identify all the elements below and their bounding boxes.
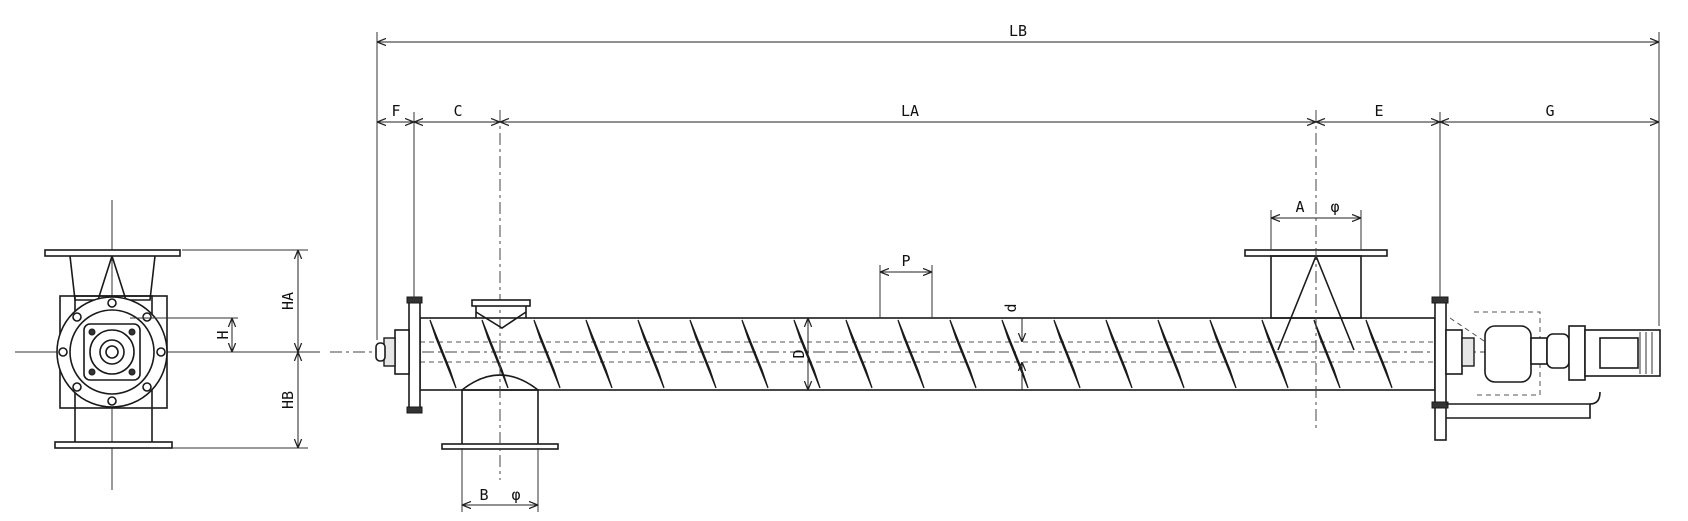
motor-cooling-fins: [1639, 332, 1653, 374]
inlet-cone: [1277, 255, 1355, 351]
label-F: F: [391, 102, 400, 120]
label-A-phi: φ: [1330, 198, 1339, 216]
screw-flight: [1313, 319, 1341, 389]
label-P: P: [901, 252, 910, 270]
end-view-bolt-holes: [58, 298, 166, 406]
screw-flight: [1157, 319, 1185, 389]
end-view-bearing-bolts: [88, 328, 136, 376]
screw-flight: [1365, 319, 1393, 389]
end-view-top-flange: [44, 249, 181, 257]
motor-terminal-box: [1599, 337, 1639, 369]
screw-flight: [1053, 319, 1081, 389]
top-port-flange: [471, 299, 531, 307]
screw-flight: [1209, 319, 1237, 389]
dimensions: LB F C LA E G A φ B φ P D d: [376, 22, 1660, 512]
motor-adapter: [1546, 333, 1570, 369]
screw-flight: [637, 319, 665, 389]
screw-flight: [741, 319, 769, 389]
label-LB: LB: [1009, 22, 1027, 40]
right-bearing-housing: [1445, 329, 1463, 375]
label-C: C: [453, 102, 462, 120]
label-D: D: [790, 349, 808, 358]
end-view-bottom-flange: [54, 441, 173, 449]
label-B-phi: φ: [511, 486, 520, 504]
screw-flight: [1261, 319, 1289, 389]
screw-flight: [845, 319, 873, 389]
label-HA: HA: [279, 292, 297, 310]
gear-reducer: [1484, 325, 1532, 383]
left-end-plate: [408, 299, 421, 411]
label-HB: HB: [279, 391, 297, 409]
screw-flight: [1105, 319, 1133, 389]
label-G: G: [1545, 102, 1554, 120]
end-view-inlet-cone: [97, 255, 127, 301]
motor-base: [1446, 403, 1591, 419]
screw-flight: [429, 319, 457, 389]
screw-flight: [533, 319, 561, 389]
right-bearing: [1461, 337, 1475, 367]
label-B: B: [479, 486, 488, 504]
label-d: d: [1002, 303, 1020, 312]
front-view: [330, 110, 1661, 480]
screw-flight: [481, 319, 509, 389]
screw-flight: [1001, 319, 1029, 389]
motor-flange: [1568, 325, 1586, 381]
label-LA: LA: [901, 102, 919, 120]
screw-flight: [897, 319, 925, 389]
screw-flight: [689, 319, 717, 389]
right-end-plate: [1434, 299, 1447, 441]
left-shaft-end: [375, 342, 386, 362]
coupling: [1530, 337, 1548, 365]
end-view-bearing-housing: [83, 323, 141, 381]
end-view-bearing: [89, 329, 135, 375]
end-view: H HA HB: [15, 200, 320, 490]
label-A: A: [1295, 198, 1304, 216]
screw-flight: [585, 319, 613, 389]
screw-flight: [949, 319, 977, 389]
label-H: H: [214, 330, 232, 339]
top-port-cone: [475, 306, 527, 329]
label-E: E: [1374, 102, 1383, 120]
end-view-shaft: [99, 339, 125, 365]
left-bearing-housing: [394, 329, 410, 375]
trough-tube: [419, 317, 1436, 391]
end-view-bolt-circle: [69, 309, 155, 395]
coupling-guard: [1474, 311, 1541, 396]
screw-flights: [429, 319, 1393, 389]
